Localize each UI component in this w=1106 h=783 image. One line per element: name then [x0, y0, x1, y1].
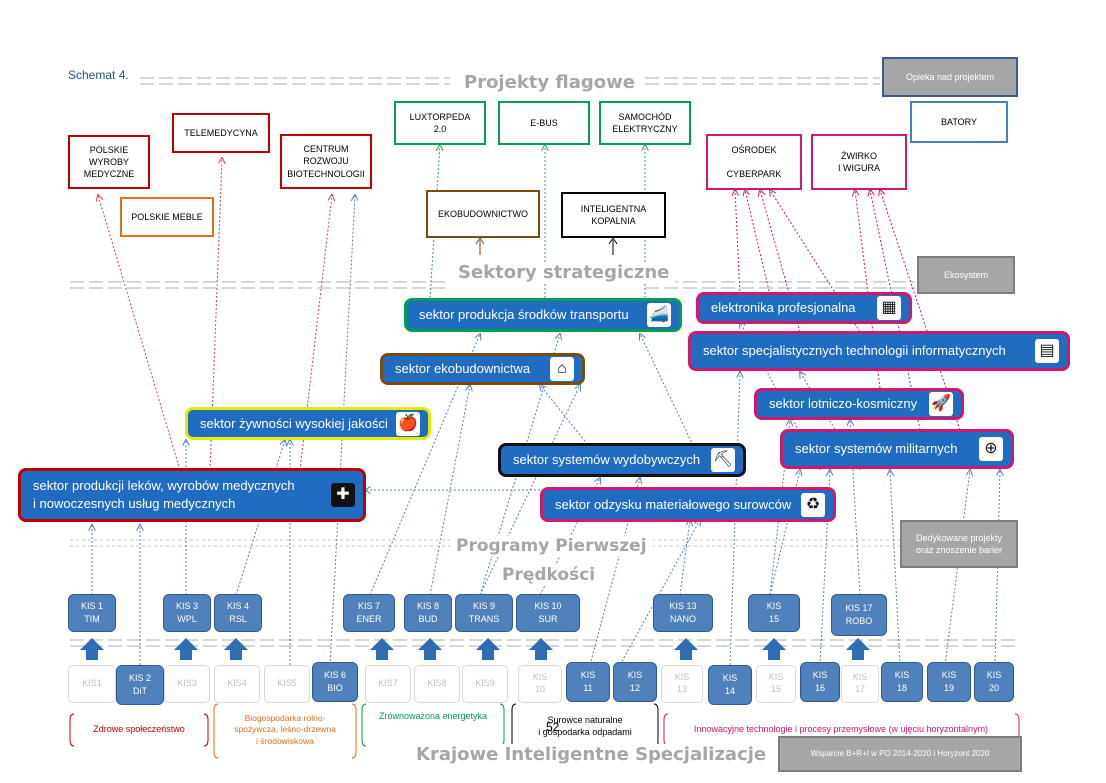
category-innowacyjne: Innowacyjne technologie i procesy przemy… — [693, 724, 989, 735]
kis-lower-12: KIS 12 — [613, 662, 657, 702]
sector-zywnosc-label: sektor żywności wysokiej jakości — [200, 415, 388, 431]
page-number: 52 — [546, 720, 560, 734]
kis-lower-10: KIS 10 — [518, 665, 562, 703]
eco-house-icon: ⌂ — [550, 357, 574, 381]
band-title-strategic: Sektory strategiczne — [452, 262, 676, 283]
sector-militarne: sektor systemów militarnych ⊕ — [780, 429, 1014, 469]
sector-lotniczo-label: sektor lotniczo-kosmiczny — [769, 396, 918, 412]
bulldozer-icon: ⛏ — [711, 448, 735, 472]
kis-lower-19: KIS 19 — [927, 662, 971, 702]
kis-lower-3: KIS3 — [164, 665, 210, 703]
flag-polskie-meble: POLSKIE MEBLE — [120, 197, 214, 237]
kis-lower-2: KIS 2 DiT — [116, 665, 164, 705]
kis-lower-6: KIS 6 BIO — [312, 662, 358, 702]
ekosystem-box: Ekosystem — [917, 256, 1015, 294]
sector-wydobywcze: sektor systemów wydobywczych ⛏ — [498, 443, 746, 477]
band-title-flagship: Projekty flagowe — [458, 72, 641, 93]
sector-informatyczne-label: sektor specjalistycznych technologii inf… — [703, 343, 1006, 359]
kis-lower-18: KIS 18 — [881, 662, 923, 702]
sector-zywnosc: sektor żywności wysokiej jakości 🍎 — [185, 407, 431, 440]
category-zdrowe: Zdrowe społeczeństwo — [93, 724, 185, 735]
kis-lower-17: KIS 17 — [841, 665, 879, 703]
kis-upper-4: KIS 4 RSL — [214, 594, 262, 632]
band-title-programs-2: Prędkości — [496, 565, 602, 585]
first-aid-icon: ✚ — [331, 483, 355, 507]
kis-lower-1: KIS1 — [68, 665, 116, 703]
kis-lower-14: KIS 14 — [708, 665, 752, 705]
kis-lower-16: KIS 16 — [800, 662, 840, 702]
sector-odzysk: sektor odzysku materiałowego surowców ♻ — [540, 487, 836, 522]
flag-telemedycyna: TELEMEDYCYNA — [172, 113, 270, 153]
kis-upper-10: KIS 10 SUR — [516, 594, 580, 632]
kis-upper-1: KIS 1 TIM — [68, 594, 116, 632]
kis-upper-7: KIS 7 ENER — [343, 594, 395, 632]
sector-lotniczo: sektor lotniczo-kosmiczny 🚀 — [754, 388, 964, 420]
kis-lower-7: KIS7 — [365, 665, 411, 703]
kis-upper-8: KIS 8 BUD — [404, 594, 452, 632]
category-surowce: Surowce naturalne i gospodarka odpadami — [538, 715, 632, 737]
apple-icon: 🍎 — [396, 411, 420, 436]
sector-odzysk-label: sektor odzysku materiałowego surowców — [555, 496, 792, 512]
band-title-programs-1: Programy Pierwszej — [450, 536, 653, 556]
recycle-icon: ♻ — [801, 492, 825, 517]
flag-ebus: E-BUS — [498, 101, 590, 145]
sector-elektronika: elektronika profesjonalna ▦ — [696, 292, 912, 324]
kis-lower-11: KIS 11 — [566, 662, 610, 702]
wsparcie-box: Wsparcie B+R+I w PO 2014-2020 i Horyzont… — [778, 736, 1022, 772]
dedykowane-box: Dedykowane projekty oraz znoszenie barie… — [900, 520, 1018, 568]
sector-informatyczne: sektor specjalistycznych technologii inf… — [688, 331, 1070, 371]
kis-lower-13: KIS 13 — [661, 665, 703, 703]
rocket-icon: 🚀 — [929, 392, 953, 416]
kis-lower-20: KIS 20 — [974, 662, 1014, 702]
flag-centrum: CENTRUM ROZWOJU BIOTECHNOLOGII — [280, 134, 372, 189]
flag-batory: BATORY — [910, 101, 1008, 143]
category-energetyka: Zrównoważona energetyka — [378, 711, 488, 722]
flag-zwirko: ŻWIRKO I WIGURA — [811, 134, 907, 190]
kis-lower-8: KIS8 — [414, 665, 460, 703]
flag-luxtorpeda: LUXTORPEDA 2.0 — [394, 101, 486, 145]
sector-militarne-label: sektor systemów militarnych — [795, 441, 958, 457]
kis-lower-5: KIS5 — [264, 665, 310, 703]
flag-polskie-wyroby: POLSKIE WYROBY MEDYCZNE — [68, 135, 150, 189]
sector-wydobywcze-label: sektor systemów wydobywczych — [513, 452, 701, 468]
category-biogospodarka: Biogospodarka rolno- spożywcza, leśno-dr… — [234, 713, 336, 746]
flag-osrodek: OŚRODEK CYBERPARK — [706, 134, 802, 190]
kis-upper-17: KIS 17 ROBO — [831, 594, 887, 636]
computer-icon: ▤ — [1035, 339, 1059, 363]
sector-transport: sektor produkcja środków transportu 🚄 — [404, 298, 682, 332]
flag-ekobudownictwo: EKOBUDOWNICTWO — [426, 190, 540, 238]
train-icon: 🚄 — [647, 303, 671, 327]
kis-upper-13: KIS 13 NANO — [653, 594, 713, 632]
kis-upper-9: KIS 9 TRANS — [455, 594, 513, 632]
sector-elektronika-label: elektronika profesjonalna — [711, 300, 856, 316]
band-title-kis: Krajowe Inteligentne Specjalizacje — [410, 744, 773, 765]
sector-leki-label: sektor produkcji leków, wyrobów medyczny… — [33, 478, 295, 511]
kis-lower-4: KIS4 — [214, 665, 260, 703]
kis-lower-9: KIS9 — [462, 665, 508, 703]
kis-upper-3: KIS 3 WPL — [163, 594, 211, 632]
schema-label: Schemat 4. — [68, 68, 129, 82]
sector-ekobud-label: sektor ekobudownictwa — [395, 361, 531, 377]
opieka-box: Opieka nad projektem — [882, 57, 1018, 97]
flag-samochod: SAMOCHÓD ELEKTRYCZNY — [599, 101, 691, 145]
crosshair-icon: ⊕ — [979, 437, 1003, 461]
sector-leki: sektor produkcji leków, wyrobów medyczny… — [18, 468, 366, 522]
kis-upper-15: KIS 15 — [748, 594, 800, 632]
kis-lower-15: KIS 15 — [756, 665, 796, 703]
sector-ekobud: sektor ekobudownictwa ⌂ — [380, 353, 585, 385]
chip-icon: ▦ — [877, 296, 901, 320]
sector-transport-label: sektor produkcja środków transportu — [419, 307, 629, 323]
flag-inteligentna: INTELIGENTNA KOPALNIA — [561, 192, 666, 238]
